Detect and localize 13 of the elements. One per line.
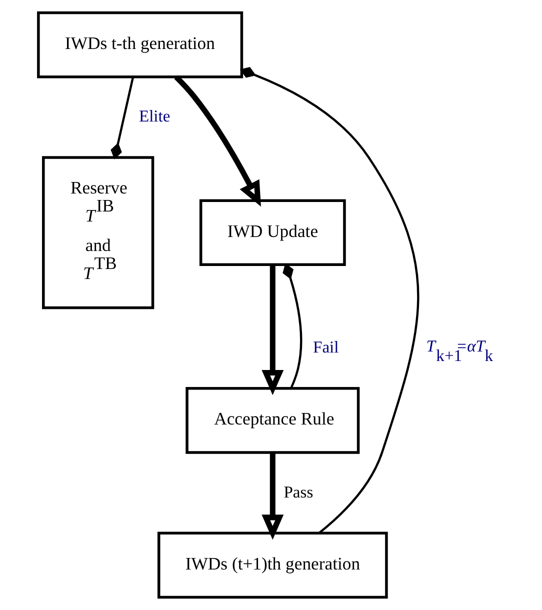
edge-label: Elite (138, 106, 170, 126)
arrow (174, 75, 262, 207)
connector (110, 76, 134, 160)
connector (282, 263, 302, 388)
node-box: IWDs t-th generation (37, 11, 244, 78)
node-box: IWD Update (199, 199, 346, 266)
arrow (262, 264, 284, 396)
arrow (262, 452, 284, 540)
edge-label: Fail (312, 338, 339, 357)
node-box: IWDs (t+1)th generation (157, 532, 388, 599)
edge-label: Pass (284, 482, 314, 502)
node-box: Acceptance Rule (186, 387, 360, 454)
connector (240, 67, 420, 534)
